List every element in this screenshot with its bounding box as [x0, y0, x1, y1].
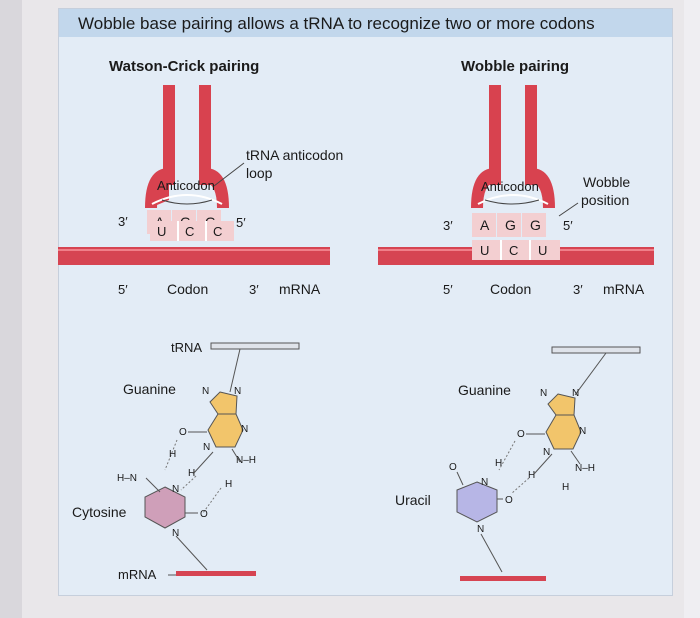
right-g-n3: N	[579, 426, 586, 437]
left-mrna-strand	[58, 247, 330, 265]
right-anticodon-label: Anticodon	[481, 179, 539, 194]
right-g-h2: H	[562, 482, 569, 493]
left-c-hn: H–N	[117, 473, 137, 484]
left-trna-bar	[210, 342, 300, 350]
right-g-nh: N–H	[575, 463, 595, 474]
left-mrna-bottom-bar	[176, 571, 256, 576]
left-g-n2: N	[234, 386, 241, 397]
left-cytosine-label: Cytosine	[72, 504, 127, 520]
heading-watson-crick: Watson-Crick pairing	[109, 58, 259, 75]
right-anticodon-base-1: A	[480, 217, 490, 233]
left-g-h2: H	[225, 479, 232, 490]
left-g-n4: N	[203, 442, 210, 453]
left-loop-label-2: loop	[246, 165, 273, 181]
right-u-n2: N	[477, 524, 484, 535]
right-codon-base-2: C	[509, 243, 518, 258]
left-trna-link	[229, 348, 241, 393]
right-codon-base-3: U	[538, 243, 547, 258]
figure-title: Wobble base pairing allows a tRNA to rec…	[78, 14, 595, 33]
right-guanine-six-ring	[545, 414, 582, 450]
right-anticodon-brace	[484, 199, 540, 205]
left-g-n1: N	[202, 386, 209, 397]
right-anticodon-boxes	[472, 213, 546, 237]
left-guanine-five-ring	[209, 391, 238, 415]
left-anticodon-label: Anticodon	[157, 178, 215, 193]
left-codon-base-3: C	[213, 224, 222, 239]
right-g-n1: N	[540, 388, 547, 399]
right-codon-boxes	[472, 240, 560, 260]
right-margin-strip	[684, 0, 700, 618]
right-5prime-bottom: 5′	[443, 282, 453, 297]
left-g-o: O	[179, 427, 187, 438]
left-g-h1: H	[188, 468, 195, 479]
left-3prime-bottom: 3′	[249, 282, 259, 297]
right-codon-base-1: U	[480, 243, 489, 258]
right-wobble-label-1: Wobble	[583, 174, 630, 190]
right-anticodon-base-2: G	[505, 217, 516, 233]
right-mrna-bottom-bar	[460, 576, 546, 581]
right-trna-link	[574, 352, 607, 396]
right-uracil-ring	[456, 481, 498, 523]
right-mrna-label: mRNA	[603, 281, 645, 297]
left-margin-strip	[0, 0, 22, 618]
right-g-o: O	[517, 429, 525, 440]
right-wobble-label-2: position	[581, 192, 629, 208]
right-3prime-top: 3′	[443, 218, 453, 233]
right-guanine-label: Guanine	[458, 382, 511, 398]
left-loop-pointer	[213, 162, 245, 187]
left-codon-boxes	[150, 221, 234, 241]
right-uracil-label: Uracil	[395, 492, 431, 508]
left-c-o: O	[200, 509, 208, 520]
right-u-h: H	[495, 458, 502, 469]
right-trna-bar	[551, 346, 641, 354]
left-mrna-bottom-label: mRNA	[118, 567, 157, 582]
right-u-o1: O	[449, 462, 457, 473]
left-codon-label: Codon	[167, 281, 208, 297]
right-u-o2: O	[505, 495, 513, 506]
left-c-n2: N	[172, 528, 179, 539]
left-g-nh: N–H	[236, 455, 256, 466]
right-trna-stems	[471, 85, 555, 208]
heading-wobble: Wobble pairing	[461, 58, 569, 75]
left-trna-stems	[145, 85, 229, 208]
right-u-n1: N	[481, 477, 488, 488]
left-3prime-top: 3′	[118, 214, 128, 229]
right-3prime-bottom: 3′	[573, 282, 583, 297]
right-guanine-five-ring	[547, 393, 576, 416]
left-5prime-top: 5′	[236, 215, 246, 230]
left-anticodon-brace	[161, 199, 213, 205]
left-codon-base-1: U	[157, 224, 166, 239]
right-g-n2: N	[572, 388, 579, 399]
left-trna-label: tRNA	[171, 340, 202, 355]
title-bar	[59, 9, 672, 37]
right-anticodon-base-3: G	[530, 217, 541, 233]
right-g-h1: H	[528, 470, 535, 481]
left-g-n3: N	[241, 424, 248, 435]
left-cytosine-ring	[144, 486, 186, 529]
left-mrna-label: mRNA	[279, 281, 321, 297]
left-c-n1: N	[172, 484, 179, 495]
left-guanine-six-ring	[207, 413, 244, 448]
right-g-n4: N	[543, 447, 550, 458]
left-loop-label-1: tRNA anticodon	[246, 147, 343, 163]
left-c-h1: H	[169, 449, 176, 460]
right-wobble-pointer	[558, 202, 579, 217]
right-codon-label: Codon	[490, 281, 531, 297]
right-5prime-top: 5′	[563, 218, 573, 233]
left-codon-base-2: C	[185, 224, 194, 239]
left-5prime-bottom: 5′	[118, 282, 128, 297]
left-guanine-label: Guanine	[123, 381, 176, 397]
